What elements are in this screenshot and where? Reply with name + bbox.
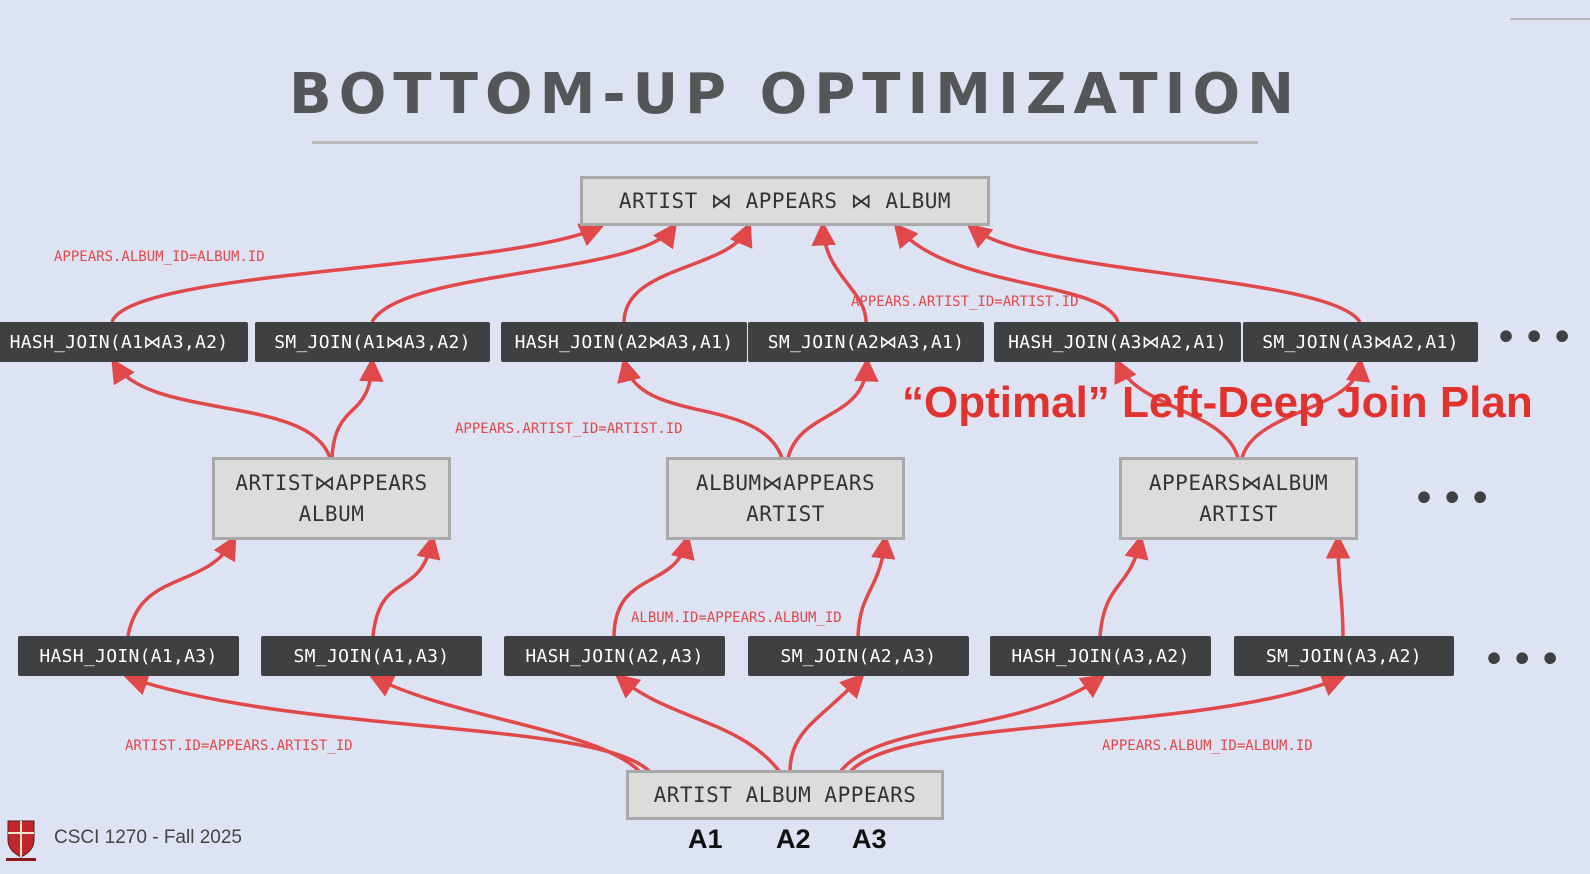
arrow-bj2-to-mid1 bbox=[371, 534, 441, 637]
corner-rule bbox=[1510, 0, 1590, 20]
bottom-join-2: SM_JOIN(A1,A3) bbox=[261, 636, 482, 676]
bottom-join-4: SM_JOIN(A2,A3) bbox=[748, 636, 969, 676]
predicate-top-right: APPEARS.ARTIST_ID=ARTIST.ID bbox=[851, 294, 1079, 310]
alias-a2: A2 bbox=[776, 824, 811, 854]
arrow-base-to-bj2 bbox=[368, 674, 642, 774]
top-row-ellipsis: ••• bbox=[1494, 315, 1579, 361]
optimal-plan-annotation: “Optimal” Left-Deep Join Plan bbox=[902, 378, 1533, 427]
arrow-tj6-to-root bbox=[966, 223, 1362, 324]
base-box-label: ARTIST ALBUM APPEARS bbox=[653, 782, 917, 807]
bottom-join-5: HASH_JOIN(A3,A2) bbox=[990, 636, 1211, 676]
bottom-row-ellipsis: ••• bbox=[1482, 637, 1567, 683]
arrow-tj2-to-root bbox=[370, 222, 678, 323]
arrow-mid3-to-tj5 bbox=[1114, 357, 1240, 459]
arrow-tj1-to-root bbox=[110, 223, 605, 323]
mid-box-2: ALBUM⋈APPEARS ARTIST bbox=[666, 457, 905, 540]
arrow-mid2-to-tj4 bbox=[786, 357, 879, 459]
top-join-5: HASH_JOIN(A3⋈A2,A1) bbox=[994, 322, 1241, 362]
top-join-6: SM_JOIN(A3⋈A2,A1) bbox=[1243, 322, 1478, 362]
arrow-tj5-to-root bbox=[893, 222, 1120, 323]
brown-shield-logo-icon bbox=[6, 820, 36, 861]
mid-box-3-line2: ARTIST bbox=[1199, 501, 1278, 526]
arrow-bj3-to-mid2 bbox=[612, 534, 695, 637]
mid-row-ellipsis: ••• bbox=[1412, 476, 1497, 522]
top-join-2: SM_JOIN(A1⋈A3,A2) bbox=[255, 322, 490, 362]
root-box-label: ARTIST ⋈ APPEARS ⋈ ALBUM bbox=[618, 188, 952, 213]
arrow-base-to-bj6 bbox=[848, 673, 1347, 774]
arrow-mid3-to-tj6 bbox=[1240, 357, 1371, 459]
bottom-join-3: HASH_JOIN(A2,A3) bbox=[504, 636, 725, 676]
mid-box-3: APPEARS⋈ALBUM ARTIST bbox=[1119, 457, 1358, 540]
arrow-bj4-to-mid2 bbox=[856, 534, 896, 637]
mid-box-2-line1: ALBUM⋈APPEARS bbox=[695, 470, 876, 495]
predicate-middle: APPEARS.ARTIST_ID=ARTIST.ID bbox=[455, 421, 683, 437]
mid-box-1: ARTIST⋈APPEARS ALBUM bbox=[212, 457, 451, 540]
arrow-bj1-to-mid1 bbox=[126, 534, 237, 637]
arrow-tj4-to-root bbox=[811, 221, 868, 323]
arrow-bj5-to-mid3 bbox=[1098, 534, 1149, 637]
slide-title: BOTTOM-UP OPTIMIZATION bbox=[289, 62, 1301, 127]
bottom-join-1: HASH_JOIN(A1,A3) bbox=[18, 636, 239, 676]
top-join-1: HASH_JOIN(A1⋈A3,A2) bbox=[0, 322, 248, 362]
mid-box-1-line2: ALBUM bbox=[298, 501, 365, 526]
mid-box-3-line1: APPEARS⋈ALBUM bbox=[1148, 470, 1329, 495]
alias-a3: A3 bbox=[852, 824, 887, 854]
arrow-base-to-bj1 bbox=[123, 671, 652, 774]
predicate-bottom-right: APPEARS.ALBUM_ID=ALBUM.ID bbox=[1102, 738, 1313, 754]
arrow-base-to-bj5 bbox=[838, 673, 1106, 774]
arrow-mid1-to-tj1 bbox=[111, 358, 332, 459]
arrow-mid2-to-tj3 bbox=[617, 357, 784, 459]
predicate-bottom-left: ARTIST.ID=APPEARS.ARTIST_ID bbox=[125, 738, 353, 754]
arrow-mid1-to-tj2 bbox=[330, 357, 384, 459]
root-box: ARTIST ⋈ APPEARS ⋈ ALBUM bbox=[580, 176, 990, 226]
mid-box-2-line2: ARTIST bbox=[746, 501, 825, 526]
base-box: ARTIST ALBUM APPEARS bbox=[626, 770, 944, 820]
predicate-top-left: APPEARS.ALBUM_ID=ALBUM.ID bbox=[54, 249, 265, 265]
arrow-bj6-to-mid3 bbox=[1325, 534, 1351, 637]
bottom-join-6: SM_JOIN(A3,A2) bbox=[1234, 636, 1454, 676]
top-join-4: SM_JOIN(A2⋈A3,A1) bbox=[748, 322, 984, 362]
alias-a1: A1 bbox=[688, 824, 723, 854]
mid-box-1-line1: ARTIST⋈APPEARS bbox=[235, 470, 428, 495]
title-underline bbox=[312, 141, 1258, 144]
predicate-lower-middle: ALBUM.ID=APPEARS.ALBUM_ID bbox=[631, 610, 842, 626]
top-join-3: HASH_JOIN(A2⋈A3,A1) bbox=[501, 322, 747, 362]
footer-course-label: CSCI 1270 - Fall 2025 bbox=[54, 827, 242, 848]
arrow-base-to-bj3 bbox=[614, 673, 782, 774]
arrow-base-to-bj4 bbox=[788, 672, 865, 773]
arrow-tj3-to-root bbox=[622, 221, 753, 323]
